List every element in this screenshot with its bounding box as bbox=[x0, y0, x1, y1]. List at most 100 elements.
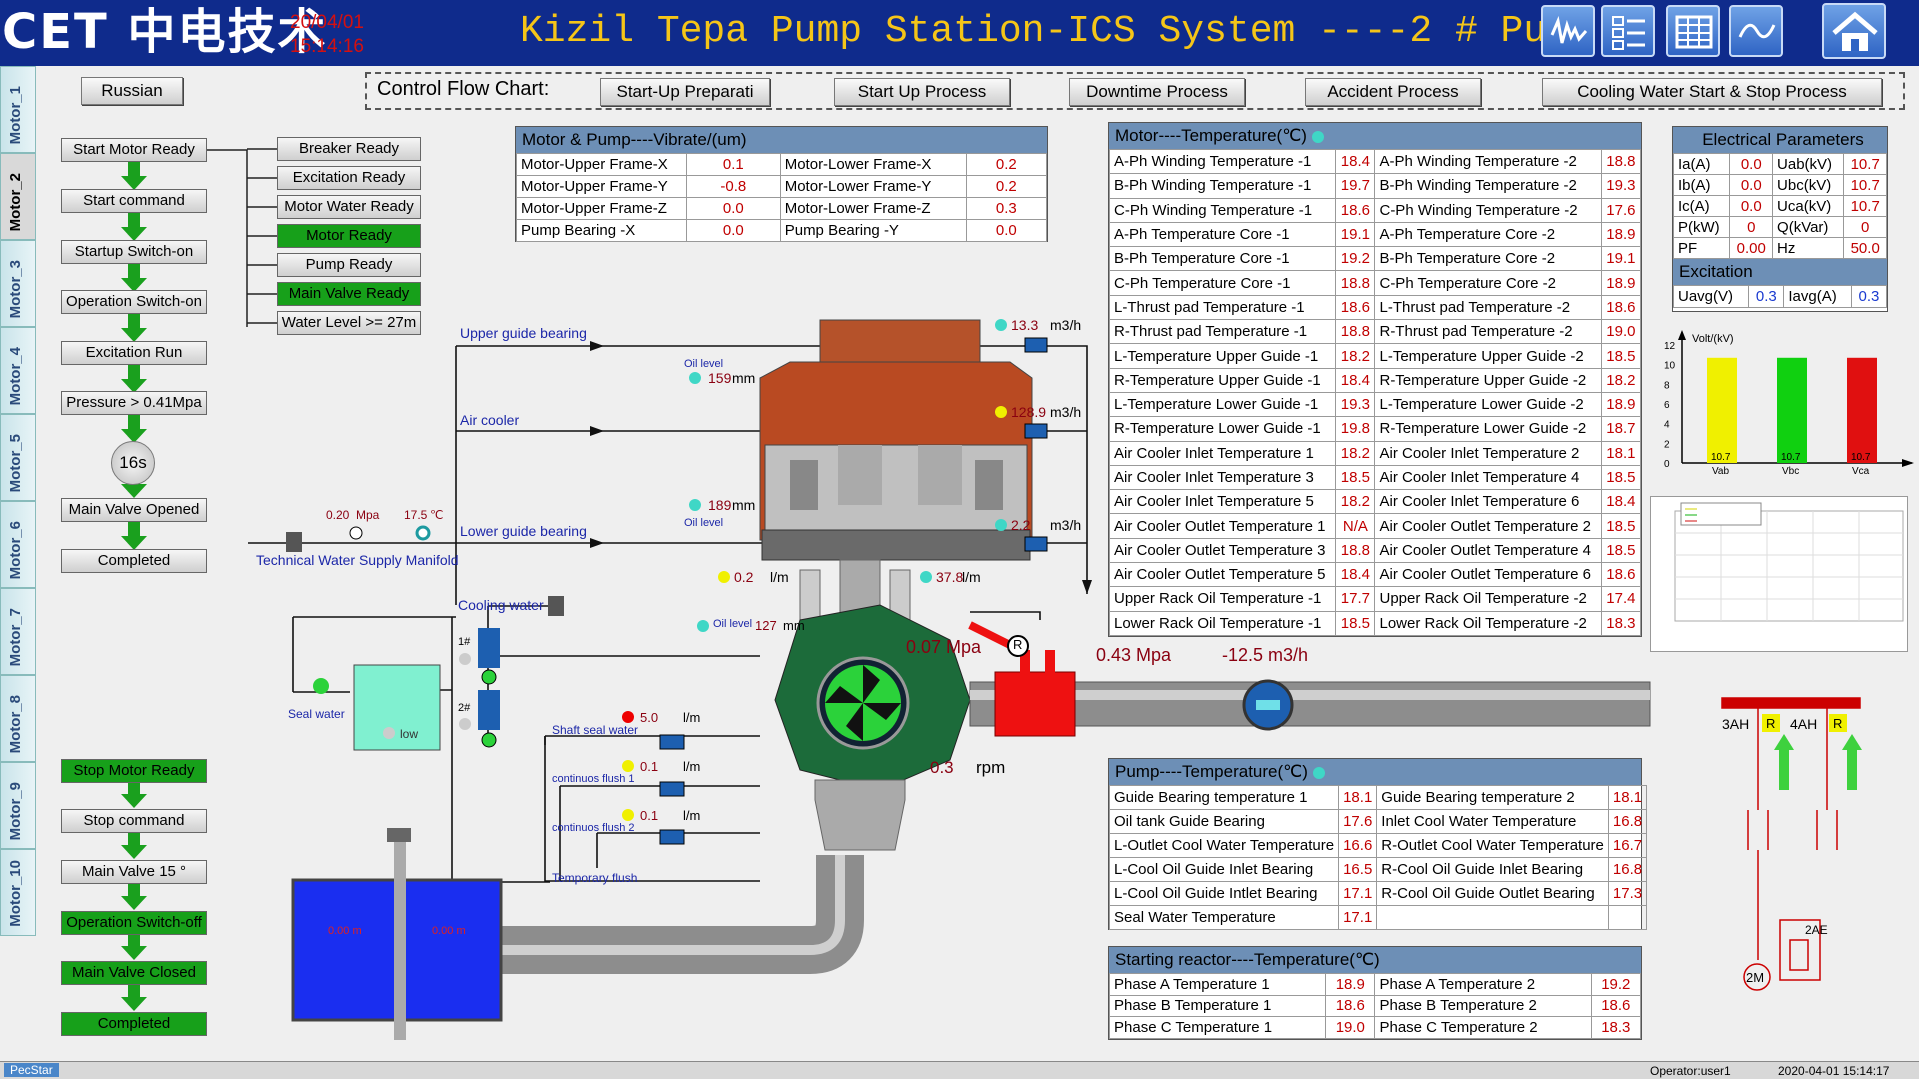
start-command-step: Start command bbox=[61, 189, 207, 213]
checklist-button[interactable] bbox=[1601, 5, 1655, 57]
table-label: C-Ph Temperature Core -1 bbox=[1108, 270, 1337, 296]
tab-motor-3[interactable]: Motor_3 bbox=[0, 240, 36, 327]
table-icon bbox=[1675, 15, 1713, 49]
lower-guide-bearing-label: Lower guide bearing bbox=[460, 523, 587, 539]
table-value: 19.0 bbox=[1325, 1016, 1376, 1039]
bar-value-label: 10.7 bbox=[1781, 452, 1801, 463]
table-button[interactable] bbox=[1666, 5, 1720, 57]
trend-button[interactable] bbox=[1729, 5, 1783, 57]
startup-process-button[interactable]: Start Up Process bbox=[834, 78, 1010, 106]
oil-level-lower-label: Oil level bbox=[684, 517, 724, 529]
y-tick-label: 0 bbox=[1664, 459, 1670, 470]
y-tick-label: 10 bbox=[1664, 361, 1676, 372]
table-label: L-Temperature Upper Guide -1 bbox=[1108, 343, 1337, 369]
4ah-r-label: R bbox=[1833, 716, 1843, 731]
bar-vca bbox=[1847, 357, 1877, 463]
operation-switch-off-step: Operation Switch-off bbox=[61, 911, 207, 935]
low-level-label: low bbox=[400, 727, 419, 741]
flush-2-flow-value: 0.1 bbox=[640, 808, 659, 823]
table-label: A-Ph Winding Temperature -2 bbox=[1374, 148, 1602, 175]
app-badge[interactable]: PecStar bbox=[4, 1063, 59, 1077]
tab-motor-5[interactable]: Motor_5 bbox=[0, 414, 36, 501]
y-tick-label: 6 bbox=[1664, 400, 1670, 411]
excitation-ready-condition: Excitation Ready bbox=[277, 166, 421, 190]
table-label: L-Temperature Upper Guide -2 bbox=[1374, 343, 1602, 369]
current-trend-chart bbox=[1650, 496, 1908, 652]
table-value: 18.5 bbox=[1600, 343, 1642, 369]
table-value: 18.5 bbox=[1335, 464, 1376, 491]
table-label: A-Ph Temperature Core -1 bbox=[1108, 221, 1337, 248]
air-cooler-flow: 128.9 bbox=[1011, 404, 1047, 420]
table-value: 19.8 bbox=[1335, 416, 1376, 442]
tab-motor-10[interactable]: Motor_10 bbox=[0, 849, 36, 936]
table-label: Guide Bearing temperature 2 bbox=[1376, 785, 1609, 810]
inlet-pressure-value: 0.20 bbox=[326, 508, 350, 522]
table-value: 18.6 bbox=[1335, 294, 1376, 321]
tab-motor-2[interactable]: Motor_2 bbox=[0, 153, 36, 240]
table-value: 17.1 bbox=[1338, 881, 1378, 906]
continuous-flush-1-label: continuos flush 1 bbox=[552, 773, 635, 785]
tab-motor-6[interactable]: Motor_6 bbox=[0, 501, 36, 588]
x-category-label: Vca bbox=[1852, 466, 1870, 476]
table-value: 18.6 bbox=[1600, 294, 1642, 321]
table-label: Lower Rack Oil Temperature -1 bbox=[1108, 610, 1337, 636]
tab-motor-4[interactable]: Motor_4 bbox=[0, 327, 36, 414]
table-value: 16.5 bbox=[1338, 857, 1378, 882]
table-label: Phase C Temperature 1 bbox=[1108, 1016, 1327, 1039]
table-value: 18.1 bbox=[1607, 785, 1648, 810]
table-value: 18.5 bbox=[1600, 537, 1642, 564]
tab-motor-7[interactable]: Motor_7 bbox=[0, 588, 36, 675]
checklist-icon bbox=[1612, 16, 1645, 50]
home-button[interactable] bbox=[1822, 3, 1886, 59]
startup-preparation-button[interactable]: Start-Up Preparati bbox=[600, 78, 770, 106]
temporary-flush-label: Temporary flush bbox=[552, 871, 638, 885]
shaft-seal-flow-value: 5.0 bbox=[640, 710, 659, 725]
table-value: 18.9 bbox=[1600, 270, 1642, 296]
operation-switch-on-step: Operation Switch-on bbox=[61, 290, 207, 314]
accident-process-button[interactable]: Accident Process bbox=[1305, 78, 1481, 106]
waveform-button[interactable] bbox=[1541, 5, 1595, 57]
status-bar: PecStar Operator:user1 2020-04-01 15:14:… bbox=[0, 1061, 1919, 1079]
table-value: 19.1 bbox=[1600, 246, 1642, 272]
table-value: 18.4 bbox=[1335, 148, 1376, 175]
air-cooler-label: Air cooler bbox=[460, 412, 520, 428]
table-label: Oil tank Guide Bearing bbox=[1108, 809, 1340, 834]
table-label: L-Temperature Lower Guide -2 bbox=[1374, 391, 1602, 418]
table-value: 19.0 bbox=[1600, 319, 1642, 345]
main-valve-15-step: Main Valve 15 ° bbox=[61, 860, 207, 884]
table-value: 18.3 bbox=[1600, 610, 1642, 636]
flush-2-flow-unit: l/m bbox=[683, 808, 701, 823]
right-flow-value: 37.8 bbox=[936, 569, 964, 585]
2m-label: 2M bbox=[1746, 970, 1765, 985]
tab-motor-9[interactable]: Motor_9 bbox=[0, 762, 36, 849]
downtime-process-button[interactable]: Downtime Process bbox=[1069, 78, 1245, 106]
pump-oil-level-value: 127 bbox=[755, 618, 777, 633]
cooling-water-process-button[interactable]: Cooling Water Start & Stop Process bbox=[1542, 78, 1882, 106]
water-level-condition: Water Level >= 27m bbox=[277, 311, 421, 335]
excitation-run-step: Excitation Run bbox=[61, 341, 207, 365]
left-flow-value: 0.2 bbox=[734, 569, 754, 585]
table-label: A-Ph Temperature Core -2 bbox=[1374, 221, 1602, 248]
table-value: 18.1 bbox=[1338, 785, 1378, 810]
table-label: Air Cooler Outlet Temperature 2 bbox=[1374, 513, 1602, 539]
russian-language-button[interactable]: Russian bbox=[81, 77, 183, 105]
table-label: Air Cooler Inlet Temperature 6 bbox=[1374, 489, 1602, 515]
table-value: 19.2 bbox=[1590, 973, 1642, 996]
tab-motor-8[interactable]: Motor_8 bbox=[0, 675, 36, 762]
tank-level-left: 0.00 m bbox=[328, 925, 362, 937]
rpm-value: 0.3 bbox=[930, 758, 954, 777]
y-tick-label: 4 bbox=[1664, 420, 1670, 431]
main-valve-ready-condition: Main Valve Ready bbox=[277, 282, 421, 306]
3ah-label: 3AH bbox=[1722, 716, 1750, 732]
tab-motor-1[interactable]: Motor_1 bbox=[0, 66, 36, 153]
